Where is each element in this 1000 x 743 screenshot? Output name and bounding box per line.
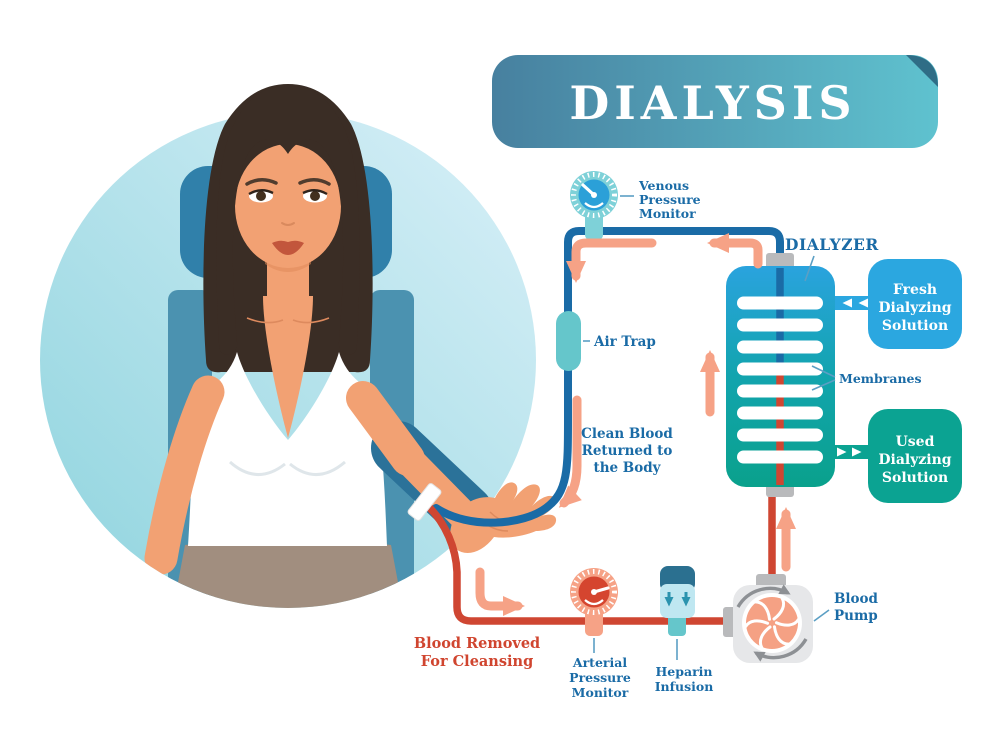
banner-fold-corner-icon <box>906 55 938 87</box>
venous-label-line2: Pressure <box>639 192 701 207</box>
clean-blood-line3: the Body <box>593 460 661 476</box>
face <box>235 144 341 268</box>
air-trap-label: Air Trap <box>593 334 656 350</box>
blood-removed-line2: For Cleansing <box>421 653 533 670</box>
chest-skin <box>263 296 313 438</box>
banner-background <box>492 55 938 148</box>
used-label-line2: Dialyzing <box>878 452 951 468</box>
membrane-bar <box>737 428 823 442</box>
tank-shading <box>229 460 346 476</box>
flow-arrow-loop-down <box>566 238 657 283</box>
blood-removed-line1: Blood Removed <box>414 635 540 652</box>
nose <box>281 222 295 226</box>
heparin-label-line2: Infusion <box>655 679 714 694</box>
membrane-bars <box>737 296 823 464</box>
heparin-label-line1: Heparin <box>655 664 712 679</box>
clean-blood-line1: Clean Blood <box>581 426 673 442</box>
fresh-label-line1: Fresh <box>893 282 937 298</box>
gauge-hub <box>591 192 597 198</box>
dialyzer-top-connector <box>766 253 794 270</box>
dialyzer-pointer-line <box>804 255 815 282</box>
gauge-scale-arc <box>584 599 604 606</box>
dialyzer-label: DIALYZER <box>785 235 879 254</box>
venous-pressure-monitor: Venous Pressure Monitor <box>570 171 701 240</box>
membranes-pointer-lines <box>811 365 836 391</box>
arterial-label-line1: Arterial <box>572 655 627 670</box>
used-label-line1: Used <box>896 434 935 450</box>
hair-front <box>216 86 360 355</box>
hand <box>450 482 557 553</box>
fresh-solution: Fresh Dialyzing Solution <box>835 259 962 349</box>
fresh-label-line2: Dialyzing <box>878 300 951 316</box>
flow-arrow-blood-removed <box>475 567 525 616</box>
red-tube-arterial <box>424 502 746 625</box>
eyelashes <box>248 189 328 196</box>
membrane-bar <box>737 384 823 398</box>
gauge-hub <box>591 589 597 595</box>
gauge-ticks <box>571 172 617 218</box>
arterial-label-line3: Monitor <box>572 685 629 700</box>
gauge-ticks <box>571 569 617 615</box>
skirt <box>170 538 406 608</box>
blood-flow-arrows <box>475 233 796 616</box>
page-title: DIALYSIS <box>569 76 856 130</box>
collarbone-lines <box>246 317 330 324</box>
fresh-label-line3: Solution <box>882 318 948 334</box>
patient-illustration <box>40 84 557 608</box>
pump-rotation-arrow <box>736 584 791 608</box>
air-trap-chamber <box>556 311 581 371</box>
membrane-bar <box>737 362 823 376</box>
arterial-label-line2: Pressure <box>569 670 631 685</box>
used-label-line3: Solution <box>882 470 948 486</box>
pump-impeller <box>746 597 798 649</box>
pump-pointer-line <box>813 609 830 622</box>
used-solution: Used Dialyzing Solution <box>835 409 962 503</box>
dialyzer-unit: DIALYZER Membranes <box>726 235 922 497</box>
tank-top <box>188 352 387 546</box>
flow-arrow-dialyzer-out <box>707 233 763 269</box>
blue-tube-clean-blood <box>432 227 784 527</box>
eyebrows <box>245 178 331 186</box>
membrane-bar <box>737 450 823 464</box>
membrane-bar <box>737 296 823 310</box>
pump-label-line1: Blood <box>834 591 879 607</box>
membrane-bar <box>737 318 823 332</box>
arterial-pressure-monitor: Arterial Pressure Monitor <box>569 568 631 700</box>
used-solution-box <box>868 409 962 503</box>
flow-arrow-clean-blood-return <box>558 395 582 508</box>
membranes-label: Membranes <box>839 371 922 386</box>
membrane-bar <box>737 340 823 354</box>
right-iris <box>310 191 320 201</box>
heparin-body <box>660 584 695 618</box>
blood-pump: Blood Pump <box>723 574 879 663</box>
lips <box>272 240 304 255</box>
membrane-bar <box>737 406 823 420</box>
left-iris <box>256 191 266 201</box>
heparin-infusion: Heparin Infusion <box>655 566 714 694</box>
venous-label-line1: Venous <box>638 178 689 193</box>
gauge-scale-arc <box>584 202 604 209</box>
pump-label-line2: Pump <box>834 608 878 624</box>
air-trap: Air Trap <box>556 311 656 371</box>
left-arm <box>144 375 225 575</box>
impeller-blades-icon <box>743 596 801 650</box>
venous-label-line3: Monitor <box>639 206 696 221</box>
clean-blood-label: Clean Blood Returned to the Body <box>581 426 673 476</box>
clean-blood-line2: Returned to <box>582 443 673 459</box>
pump-rotation-arrow <box>753 638 808 662</box>
fresh-solution-box <box>868 259 962 349</box>
arm-bandage <box>407 483 442 521</box>
blood-removed-label: Blood Removed For Cleansing <box>414 635 540 670</box>
title-banner: DIALYSIS <box>492 55 938 148</box>
